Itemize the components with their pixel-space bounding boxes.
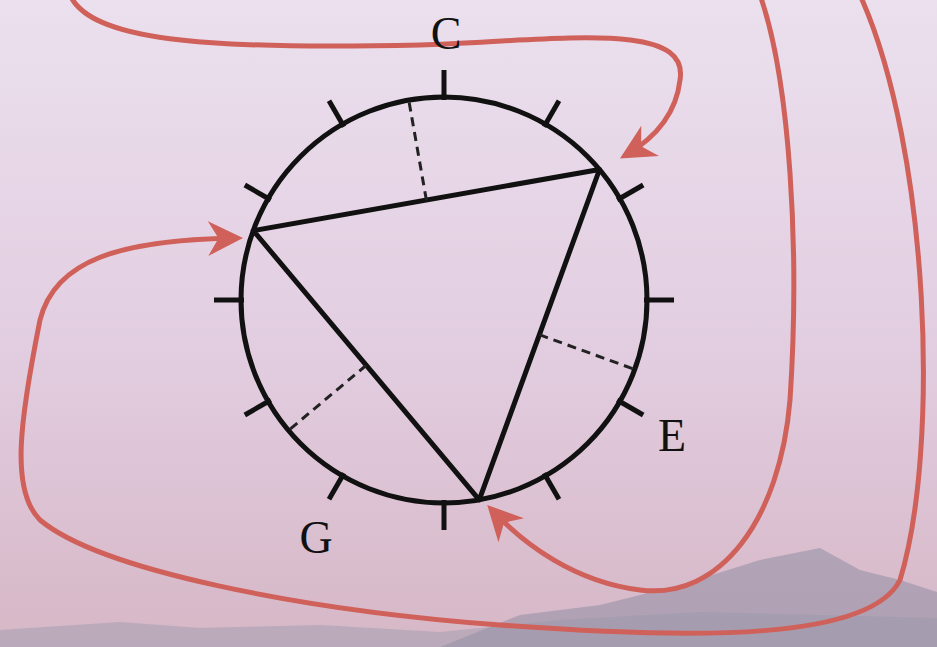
pitch-circle <box>214 70 674 530</box>
tick-mark <box>644 298 674 303</box>
curved-arrow <box>492 0 794 591</box>
tick-mark <box>329 473 344 499</box>
tick-mark <box>245 185 271 200</box>
tick-mark <box>245 400 271 415</box>
dashed-bisector <box>409 102 426 200</box>
tick-mark <box>214 298 244 303</box>
note-label: C <box>431 11 462 57</box>
curved-arrow <box>70 0 681 155</box>
tick-mark <box>544 473 559 499</box>
tick-mark <box>617 185 643 200</box>
note-label: G <box>299 515 332 561</box>
dashed-bisector <box>539 335 632 369</box>
dashed-bisector <box>290 365 366 429</box>
tick-mark <box>329 101 344 127</box>
tick-mark <box>544 101 559 127</box>
tick-mark <box>442 500 447 530</box>
curved-arrow <box>21 0 923 633</box>
note-label: E <box>658 413 686 459</box>
triangle <box>253 170 599 500</box>
circle-outline <box>241 97 647 503</box>
red-arrows <box>21 0 923 633</box>
tick-mark <box>442 70 447 100</box>
tick-mark <box>617 400 643 415</box>
